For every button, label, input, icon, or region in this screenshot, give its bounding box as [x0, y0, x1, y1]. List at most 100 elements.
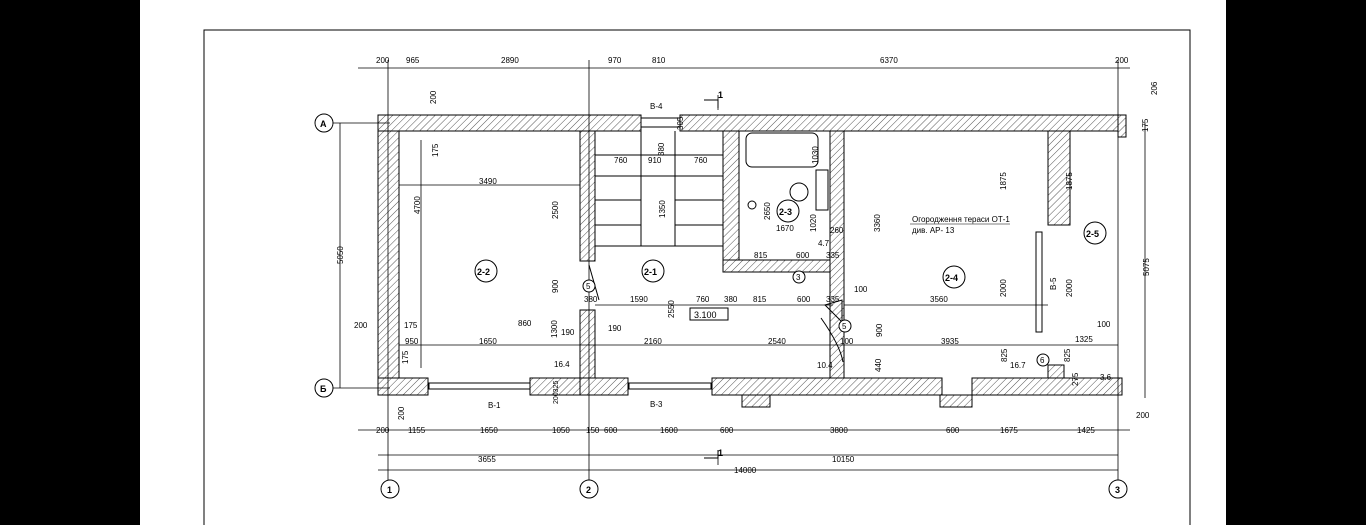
level-box	[689, 307, 729, 321]
interior-dimensions: 3490 2500 900 1300 860 190 190 380 1590 …	[405, 116, 1080, 404]
dim-left-overall: 5050	[336, 246, 345, 264]
dim-2650: 2650	[763, 202, 772, 220]
dim-825a: 825	[1000, 348, 1009, 362]
dimension-lines	[330, 60, 1146, 480]
dim-bot-6: 600	[604, 426, 618, 435]
dim-right-206: 206	[1150, 81, 1159, 95]
dim-910: 910	[648, 156, 662, 165]
walls	[377, 114, 1127, 408]
top-dimensions: 200 965 2890 970 810 6370 200	[376, 56, 1129, 65]
section-bottom-label: 1	[718, 448, 723, 458]
dim-right-200: 200	[1136, 411, 1150, 420]
dim-bot-9: 3800	[830, 426, 848, 435]
dim-950: 950	[405, 337, 419, 346]
door-marker-3	[792, 270, 806, 284]
dim-left-room: 4700	[413, 196, 422, 214]
dim-2160: 2160	[644, 337, 662, 346]
door-marker-5a-label: 5	[586, 282, 591, 291]
dim-900: 900	[551, 279, 560, 293]
dim-bot-4: 1050	[552, 426, 570, 435]
dim-left-200b: 200	[354, 321, 368, 330]
door-marker-6-label: 6	[1040, 356, 1045, 365]
dim-305: 305	[676, 116, 685, 130]
room-2-5-circle	[1083, 221, 1107, 245]
room-2-4-label: 2-4	[945, 273, 958, 283]
door-marker-5b-label: 5	[842, 322, 847, 331]
dim-bot-5: 150	[586, 426, 600, 435]
door-marker-5a	[582, 279, 596, 293]
opening-b4: В-4	[650, 102, 663, 111]
dim-1875a: 1875	[999, 172, 1008, 190]
dim-815b: 815	[754, 251, 768, 260]
axis-3-label: 3	[1115, 485, 1120, 495]
bottom-dimensions: 200 1155 1650 1050 150 600 1600 600 3800…	[376, 426, 1095, 475]
dim-380: 380	[584, 295, 598, 304]
bath-fixtures	[745, 132, 829, 211]
opening-b5: В-5	[1049, 277, 1058, 290]
room-2-5-label: 2-5	[1086, 229, 1099, 239]
dim-440: 440	[874, 358, 883, 372]
door-marker-3-label: 3	[796, 273, 801, 282]
dim-190b: 190	[608, 324, 622, 333]
dim-left-175: 175	[431, 143, 440, 157]
drawing-sheet: 200 965 2890 970 810 6370 200 200 1155 1…	[140, 0, 1226, 525]
dim-right-100: 100	[1097, 320, 1111, 329]
axis-b-label: Б	[320, 384, 327, 394]
section-marks: 1 1	[704, 90, 723, 459]
dim-1670: 1670	[776, 224, 794, 233]
axis-a-label: А	[320, 119, 327, 129]
dim-top-4: 970	[608, 56, 622, 65]
dim-bot-2: 1155	[408, 426, 426, 435]
section-top-label: 1	[718, 90, 723, 100]
door-marker-6	[1036, 353, 1050, 367]
dim-3935: 3935	[941, 337, 959, 346]
dim-top-5: 810	[652, 56, 666, 65]
floor-plan: 200 965 2890 970 810 6370 200 200 1155 1…	[203, 29, 1191, 525]
drawing-frame	[203, 29, 1191, 525]
axis-b-circle	[314, 378, 334, 398]
dim-left-175b: 175	[404, 321, 418, 330]
dim-380b: 380	[724, 295, 738, 304]
room-2-3-label: 2-3	[779, 207, 792, 217]
dim-left-200: 200	[429, 90, 438, 104]
dim-380c: 380	[657, 142, 666, 156]
room-2-4-circle	[942, 265, 966, 289]
right-dimensions: 5075 206 175 200 100 1325 3.6	[1075, 81, 1159, 420]
dim-1350: 1350	[658, 200, 667, 218]
dim-top-6: 6370	[880, 56, 898, 65]
dim-bot-1: 200	[376, 426, 390, 435]
dim-bot-8: 600	[720, 426, 734, 435]
opening-b3: В-3	[650, 400, 663, 409]
dim-600a: 600	[797, 295, 811, 304]
stair	[595, 131, 723, 247]
dim-335a: 335	[826, 295, 840, 304]
dim-600b: 600	[796, 251, 810, 260]
note-line-2: див. АР- 13	[912, 226, 955, 235]
dim-760b: 760	[614, 156, 628, 165]
dim-bot-7: 1600	[660, 426, 678, 435]
dim-left-200c: 200	[397, 406, 406, 420]
dim-bot-10: 600	[946, 426, 960, 435]
dim-bot-11: 1675	[1000, 426, 1018, 435]
dim-1875b: 1875	[1065, 172, 1074, 190]
dim-1030: 1030	[811, 146, 820, 164]
dim-760a: 760	[696, 295, 710, 304]
dim-3560: 3560	[930, 295, 948, 304]
room-2-1-circle	[641, 259, 665, 283]
dim-4-7: 4.7	[818, 239, 830, 248]
axis-2-circle	[579, 479, 599, 499]
dim-bot-mid-2: 10150	[832, 455, 855, 464]
room-2-2-circle	[474, 259, 498, 283]
dim-260: 260	[830, 226, 844, 235]
axis-markers: А Б 1 2 3	[314, 113, 1128, 499]
dim-top-1: 200	[376, 56, 390, 65]
dim-16-4: 16.4	[554, 360, 570, 369]
level-mark: 3.100	[694, 310, 717, 320]
dim-2550: 2550	[667, 300, 676, 318]
dim-100b: 100	[840, 337, 854, 346]
dim-1590: 1590	[630, 295, 648, 304]
dim-900b: 900	[875, 323, 884, 337]
dim-1300: 1300	[550, 320, 559, 338]
dim-right-1325: 1325	[1075, 335, 1093, 344]
dim-16-7: 16.7	[1010, 361, 1026, 370]
